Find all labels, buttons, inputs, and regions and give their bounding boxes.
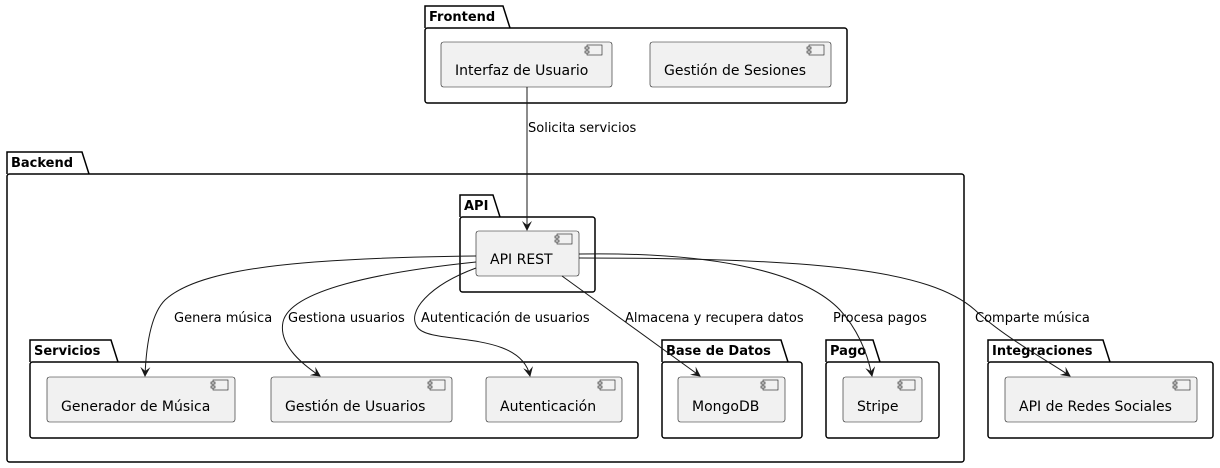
- component-interfaz-de-usuario-label: Interfaz de Usuario: [455, 63, 588, 79]
- component-api-de-redes-sociales: API de Redes Sociales: [1004, 376, 1198, 423]
- component-gestion-de-sesiones-label: Gestión de Sesiones: [664, 63, 806, 79]
- edge-gestiona-usuarios-label: Gestiona usuarios: [288, 311, 405, 326]
- edge-solicita-servicios-label: Solicita servicios: [528, 121, 637, 136]
- component-stripe-label: Stripe: [857, 399, 899, 415]
- package-integraciones-title: Integraciones: [992, 344, 1093, 359]
- package-pago: Pago: [825, 339, 940, 439]
- component-api-rest: API REST: [475, 230, 580, 277]
- edge-genera-musica: Genera música: [140, 255, 477, 377]
- component-mongodb-label: MongoDB: [692, 399, 759, 415]
- component-icon: [760, 379, 779, 391]
- component-icon: [597, 379, 616, 391]
- package-pago-title: Pago: [830, 344, 866, 359]
- edge-procesa-pagos: Procesa pagos: [578, 253, 927, 377]
- package-integraciones: Integraciones: [987, 339, 1214, 439]
- package-api-title: API: [464, 199, 488, 214]
- edge-procesa-pagos-label: Procesa pagos: [833, 311, 927, 326]
- component-stripe: Stripe: [842, 376, 923, 423]
- package-base-de-datos-title: Base de Datos: [666, 344, 771, 359]
- component-icon: [210, 379, 229, 391]
- component-interfaz-de-usuario: Interfaz de Usuario: [440, 41, 613, 88]
- component-generador-de-musica-label: Generador de Música: [61, 399, 210, 415]
- component-icon: [1172, 379, 1191, 391]
- component-api-de-redes-sociales-label: API de Redes Sociales: [1019, 399, 1172, 415]
- package-frontend-title: Frontend: [429, 10, 495, 25]
- component-gestion-de-sesiones: Gestión de Sesiones: [649, 41, 832, 88]
- component-icon: [806, 44, 825, 56]
- component-autenticacion: Autenticación: [485, 376, 623, 423]
- component-autenticacion-label: Autenticación: [500, 399, 596, 415]
- edge-solicita-servicios: Solicita servicios: [522, 87, 637, 231]
- edge-autenticacion-usuarios: Autenticación de usuarios: [414, 267, 590, 377]
- component-icon: [584, 44, 603, 56]
- package-backend: Backend: [6, 151, 965, 463]
- edge-comparte-musica: Comparte música: [578, 257, 1090, 377]
- component-api-rest-label: API REST: [490, 252, 553, 268]
- package-servicios: Servicios: [29, 339, 639, 439]
- component-icon: [897, 379, 916, 391]
- package-servicios-title: Servicios: [34, 344, 101, 359]
- edge-gestiona-usuarios: Gestiona usuarios: [281, 261, 477, 377]
- package-frontend: Frontend: [424, 5, 848, 104]
- component-generador-de-musica: Generador de Música: [46, 376, 236, 423]
- component-mongodb: MongoDB: [677, 376, 786, 423]
- component-gestion-de-usuarios: Gestión de Usuarios: [270, 376, 453, 423]
- edge-comparte-musica-label: Comparte música: [975, 311, 1090, 326]
- edge-genera-musica-label: Genera música: [174, 311, 272, 326]
- component-gestion-de-usuarios-label: Gestión de Usuarios: [285, 399, 425, 415]
- package-backend-title: Backend: [11, 156, 73, 171]
- component-icon: [427, 379, 446, 391]
- package-base-de-datos: Base de Datos: [661, 339, 803, 439]
- edge-almacena-recupera-label: Almacena y recupera datos: [625, 311, 804, 326]
- edge-almacena-recupera: Almacena y recupera datos: [561, 275, 804, 377]
- component-icon: [554, 233, 573, 245]
- edge-autenticacion-usuarios-label: Autenticación de usuarios: [421, 311, 590, 326]
